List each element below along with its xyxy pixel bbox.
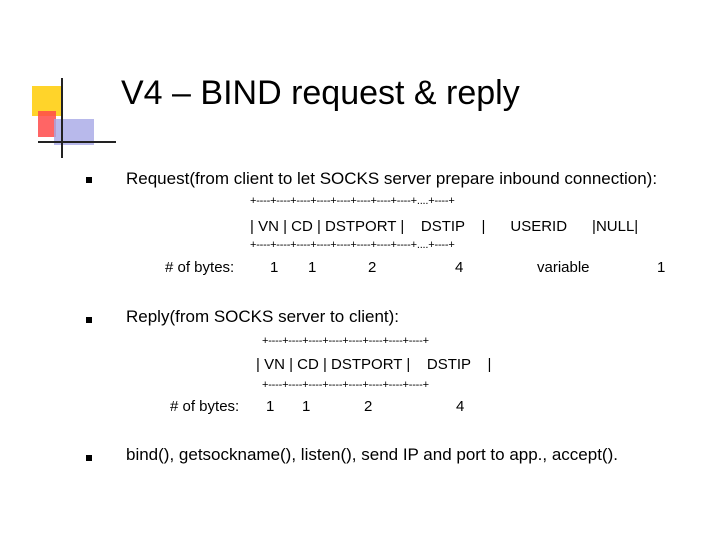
logo-red-square	[38, 111, 56, 137]
bullet-marker	[86, 177, 92, 183]
reply-border-bottom: +----+----+----+----+----+----+----+----…	[262, 379, 429, 391]
request-bytes-dstport: 2	[368, 259, 377, 276]
request-bullet-text: Request(from client to let SOCKS server …	[126, 169, 658, 188]
logo-horizontal-line	[38, 141, 116, 143]
request-bytes-null: 1	[657, 259, 666, 276]
reply-bytes-dstport: 2	[364, 398, 373, 415]
request-border-top: +----+----+----+----+----+----+----+----…	[250, 195, 455, 207]
request-bytes-dstip: 4	[455, 259, 464, 276]
request-bytes-cd: 1	[308, 259, 317, 276]
final-bullet-text: bind(), getsockname(), listen(), send IP…	[126, 445, 618, 464]
request-bytes-userid: variable	[537, 259, 590, 276]
reply-bytes-vn: 1	[266, 398, 275, 415]
reply-bytes-cd: 1	[302, 398, 311, 415]
reply-border-top: +----+----+----+----+----+----+----+----…	[262, 335, 429, 347]
reply-bullet-text: Reply(from SOCKS server to client):	[126, 307, 400, 326]
logo-blue-square	[54, 119, 94, 145]
slide-title: V4 – BIND request & reply	[121, 74, 520, 112]
request-field-row: | VN | CD | DSTPORT | DSTIP | USERID |NU…	[250, 218, 639, 235]
request-border-bottom: +----+----+----+----+----+----+----+----…	[250, 239, 455, 251]
request-bytes-vn: 1	[270, 259, 279, 276]
bullet-marker	[86, 455, 92, 461]
logo-vertical-line	[61, 78, 63, 158]
reply-field-row: | VN | CD | DSTPORT | DSTIP |	[256, 356, 492, 373]
reply-bytes-label: # of bytes:	[170, 398, 240, 415]
bullet-marker	[86, 317, 92, 323]
reply-bytes-dstip: 4	[456, 398, 465, 415]
request-bytes-label: # of bytes:	[165, 259, 235, 276]
